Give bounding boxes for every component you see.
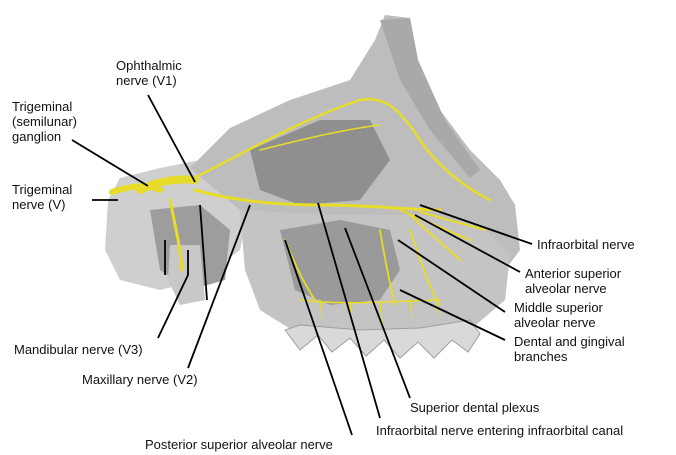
- label-ophthalmic: Ophthalmic nerve (V1): [116, 58, 182, 88]
- label-infraorbital: Infraorbital nerve: [537, 237, 635, 252]
- mandible-fragment: [168, 245, 205, 305]
- label-infraorbital-canal: Infraorbital nerve entering infraorbital…: [376, 423, 623, 438]
- label-mandibular: Mandibular nerve (V3): [14, 342, 143, 357]
- label-trigeminal-ganglion: Trigeminal (semilunar) ganglion: [12, 99, 77, 144]
- label-superior-dental-plexus: Superior dental plexus: [410, 400, 539, 415]
- label-posterior-superior-alveolar: Posterior superior alveolar nerve: [145, 437, 333, 452]
- label-anterior-superior-alveolar: Anterior superior alveolar nerve: [525, 266, 621, 296]
- label-dental-gingival: Dental and gingival branches: [514, 334, 625, 364]
- label-middle-superior-alveolar: Middle superior alveolar nerve: [514, 300, 603, 330]
- label-trigeminal-nerve: Trigeminal nerve (V): [12, 182, 72, 212]
- label-maxillary: Maxillary nerve (V2): [82, 372, 198, 387]
- leader-ganglion: [72, 140, 148, 186]
